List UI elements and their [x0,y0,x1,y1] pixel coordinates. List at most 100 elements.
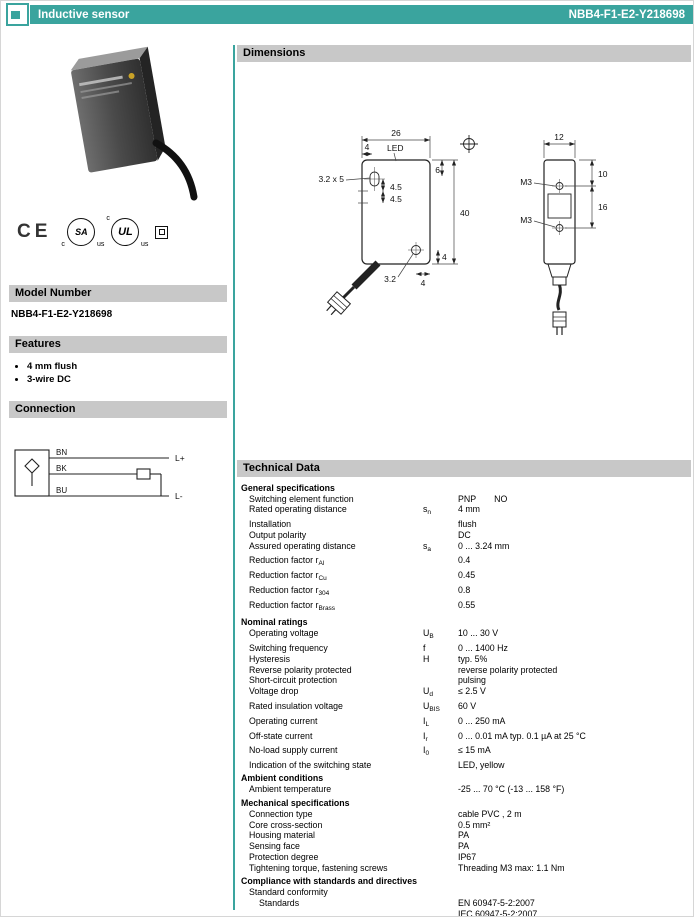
target-symbol-icon [460,135,478,153]
spec-symbol [423,760,458,771]
wire-label-bn: BN [56,448,67,457]
spec-value: PA [458,830,470,841]
spec-value: 0.55 [458,599,476,610]
dim-label-face-offset: 6 [435,165,440,175]
spec-value: PA [458,841,470,852]
spec-symbol: IL [423,715,430,728]
spec-label: Switching frequency [249,642,328,653]
csa-mark: c SA us [61,218,104,248]
spec-label: Ambient temperature [249,784,332,795]
spec-symbol [423,519,458,530]
spec-label: Switching element function [249,493,354,504]
spec-value: ≤ 2.5 V [458,686,486,697]
left-column: CE c SA us c UL us Model Number NBB4-F1-… [9,31,227,524]
table-row: Core cross-section 0.5 mm² [237,820,691,831]
dim-label-slot: 3.2 x 5 [318,174,344,184]
wire-label-bk: BK [56,464,67,473]
protection-class-ii-icon [155,225,169,239]
spec-value: 4 mm [458,504,480,515]
terminal-label-lminus: L- [175,491,183,501]
dim-label-mount-tab: 4 [365,142,370,152]
spec-symbol [423,665,458,676]
dim-label-body-height: 40 [460,208,470,218]
spec-value: IP67 [458,851,477,862]
dim-label-pitch-a: 4.5 [390,182,402,192]
spec-symbol [423,830,458,841]
front-view: 26 4 LED 3.2 x 5 [318,128,478,316]
spec-label: Rated operating distance [249,504,347,515]
csa-mark-us: us [97,241,105,248]
spec-label: Core cross-section [249,819,323,830]
spec-label: Reduction factor r304 [249,585,330,598]
table-row: Connection type cable PVC , 2 m [237,809,691,820]
dim-label-pitch-b: 4.5 [390,194,402,204]
spec-label: Connection type [249,808,313,819]
table-section-header: Ambient conditions [241,773,324,784]
dim-label-thread-top: M3 [520,177,532,187]
wire-label-bu: BU [56,486,67,495]
spec-label: Voltage drop [249,686,299,697]
side-view: 12 10 16 M3 M3 [520,132,608,335]
spec-symbol: H [423,653,430,664]
spec-symbol [423,898,458,916]
spec-label: Sensing face [249,841,300,852]
spec-label: Reduction factor rAl [249,555,325,568]
spec-symbol [423,852,458,863]
dim-label-led: LED [387,143,404,153]
spec-value: ≤ 15 mA [458,745,491,756]
spec-value: 0.5 mm² [458,819,491,830]
spec-label: Short-circuit protection [249,675,338,686]
csa-mark-c: c [61,241,65,248]
spec-symbol: UB [423,628,434,641]
ul-mark-us: us [141,241,149,248]
spec-value: 60 V [458,700,477,711]
spec-symbol [423,809,458,820]
spec-value: Threading M3 max: 1.1 Nm [458,862,565,873]
dim-label-side-width: 12 [554,132,564,142]
spec-symbol [423,585,458,600]
spec-symbol [423,820,458,831]
spec-symbol: sa [423,540,432,553]
spec-symbol [423,494,458,505]
dim-label-body-width: 26 [391,128,401,138]
spec-value: -25 ... 70 °C (-13 ... 158 °F) [458,784,565,795]
table-section-header: Compliance with standards and directives [241,876,417,887]
header-part-number: NBB4-F1-E2-Y218698 [568,8,685,21]
side-cable [547,263,572,335]
connection-wiring [14,449,169,497]
spec-label: Tightening torque, fastening screws [249,862,388,873]
table-row: Tightening torque, fastening screws Threa… [237,863,691,874]
spec-symbol: Ud [423,686,433,699]
spec-symbol [423,841,458,852]
ul-mark-c: c [106,215,110,222]
spec-value: DC [458,529,471,540]
dim-label-hole-pitch-top: 10 [598,169,608,179]
table-section-header: General specifications [241,482,335,493]
spec-symbol: sn [423,504,432,517]
feature-item: 4 mm flush [27,361,227,372]
spec-value: flush [458,519,477,530]
table-row: Sensing face PA [237,841,691,852]
technical-data-heading: Technical Data [237,460,691,477]
table-section-header: Nominal ratings [241,617,308,628]
spec-symbol [423,555,458,570]
spec-label: Operating voltage [249,628,319,639]
header-bar: Inductive sensor NBB4-F1-E2-Y218698 [30,5,693,24]
spec-symbol: Ir [423,730,428,743]
certification-marks: CE c SA us c UL us [9,209,227,255]
dimensions-heading: Dimensions [237,45,691,62]
model-number-value: NBB4-F1-E2-Y218698 [11,309,113,320]
connection-diagram: BN BK BU L+ L- [14,448,185,501]
cul-us-mark: c UL us [106,215,148,248]
connection-heading: Connection [9,401,227,418]
spec-label: Indication of the switching state [249,760,372,771]
spec-label: Installation [249,519,292,530]
spec-value: cable PVC , 2 m [458,808,522,819]
dim-label-hole-dia: 3.2 [384,274,396,284]
spec-symbol [423,570,458,585]
